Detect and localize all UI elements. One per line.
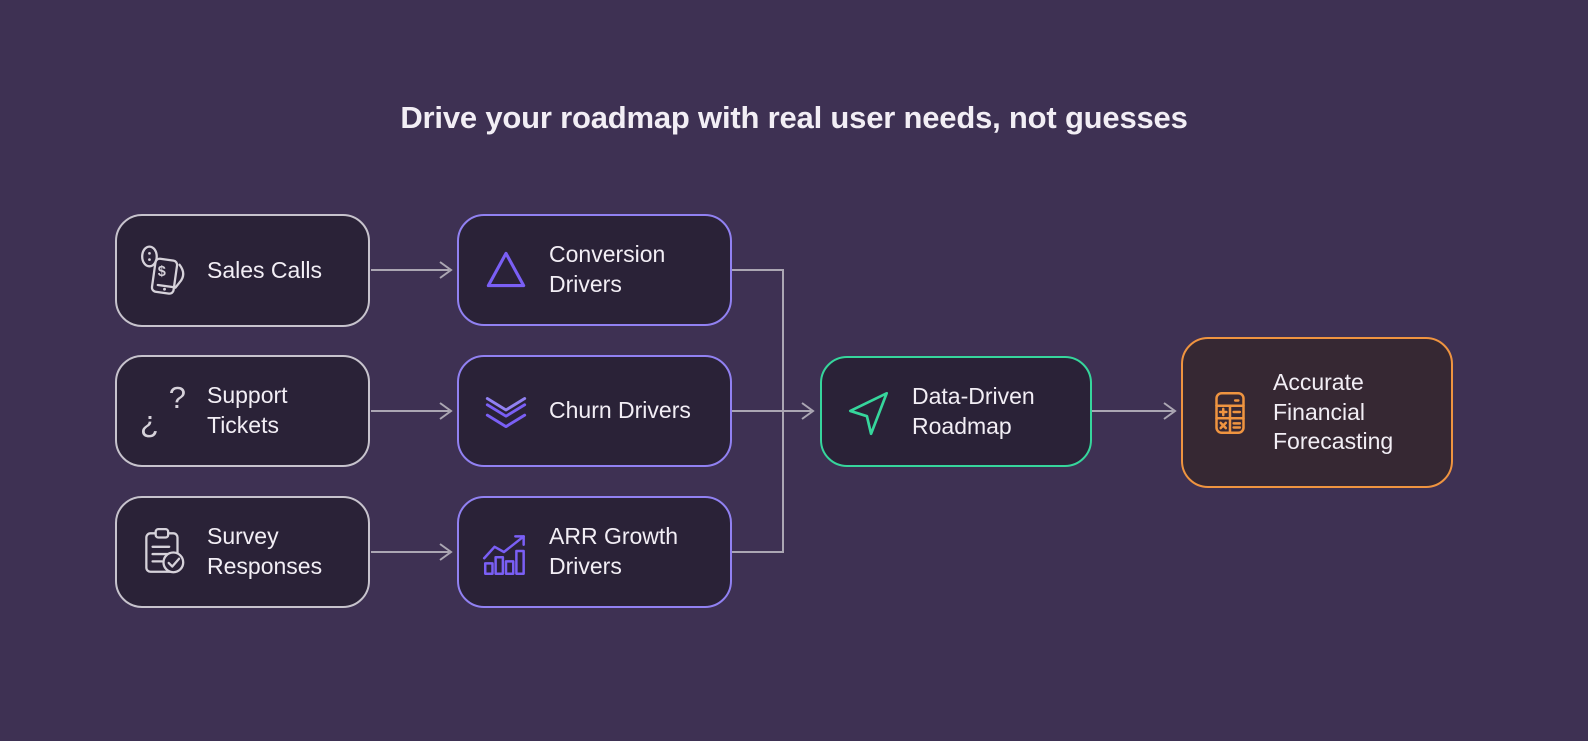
growth-chart-icon bbox=[479, 525, 533, 579]
arrowhead-icon bbox=[801, 402, 815, 420]
connector-merge-rail bbox=[732, 269, 784, 553]
node-label: Churn Drivers bbox=[549, 397, 691, 424]
phone-dollar-icon: $ bbox=[137, 244, 191, 298]
double-chevron-down-icon bbox=[479, 384, 533, 438]
node-label: Conversion Drivers bbox=[549, 241, 666, 297]
node-label: Data-Driven Roadmap bbox=[912, 382, 1035, 439]
node-support-tickets: ¿ ? Support Tickets bbox=[115, 355, 370, 467]
node-churn-drivers: Churn Drivers bbox=[457, 355, 732, 467]
node-financial-forecasting: Accurate Financial Forecasting bbox=[1181, 337, 1453, 488]
node-label: Survey Responses bbox=[207, 523, 323, 579]
node-label: ARR Growth Drivers bbox=[549, 523, 679, 579]
question-mark-glyph: ? bbox=[168, 380, 186, 415]
navigation-arrow-icon bbox=[842, 385, 896, 439]
node-survey-responses: Survey Responses bbox=[115, 496, 370, 608]
arrowhead-icon bbox=[439, 543, 453, 561]
triangle-icon bbox=[479, 243, 533, 297]
node-label: Sales Calls bbox=[207, 256, 323, 283]
node-label: Accurate Financial Forecasting bbox=[1273, 368, 1394, 455]
arrowhead-icon bbox=[439, 402, 453, 420]
node-sales-calls: $ Sales Calls bbox=[115, 214, 370, 327]
node-label: Support Tickets bbox=[207, 382, 288, 438]
question-marks-icon: ¿ ? bbox=[137, 380, 191, 439]
svg-text:$: $ bbox=[158, 264, 166, 280]
node-conversion-drivers: Conversion Drivers bbox=[457, 214, 732, 326]
arrowhead-icon bbox=[439, 261, 453, 279]
inverted-question-mark-glyph: ¿ bbox=[140, 404, 159, 439]
diagram-title: Drive your roadmap with real user needs,… bbox=[400, 100, 1188, 135]
node-arr-growth-drivers: ARR Growth Drivers bbox=[457, 496, 732, 608]
clipboard-check-icon bbox=[137, 525, 191, 579]
node-data-driven-roadmap: Data-Driven Roadmap bbox=[820, 356, 1092, 467]
arrowhead-icon bbox=[1163, 402, 1177, 420]
calculator-icon bbox=[1203, 386, 1257, 440]
